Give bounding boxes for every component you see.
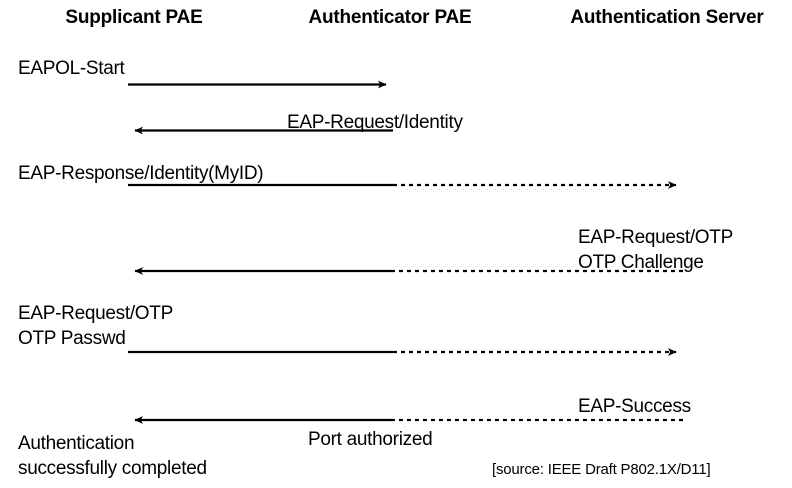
source-note: [source: IEEE Draft P802.1X/D11] <box>492 461 711 478</box>
annotation-authentication-complete-line2: successfully completed <box>18 458 207 479</box>
message-label-eap-request-otp-passwd-line1: EAP-Request/OTP <box>18 303 173 324</box>
lane-title-supplicant: Supplicant PAE <box>65 7 203 28</box>
message-label-eap-response-identity: EAP-Response/Identity(MyID) <box>18 163 264 184</box>
message-label-eap-request-otp-challenge-line1: EAP-Request/OTP <box>578 227 733 248</box>
message-label-eapol-start: EAPOL-Start <box>18 58 125 79</box>
annotation-port-authorized: Port authorized <box>308 429 433 450</box>
message-label-eap-request-otp-challenge-line2: OTP Challenge <box>578 252 704 273</box>
message-label-eap-request-identity: EAP-Request/Identity <box>287 112 463 133</box>
lane-title-authenticator: Authenticator PAE <box>308 7 472 28</box>
message-label-eap-request-otp-passwd-line2: OTP Passwd <box>18 328 126 349</box>
message-label-eap-success: EAP-Success <box>578 396 691 417</box>
lane-title-authentication-server: Authentication Server <box>570 7 764 28</box>
annotation-authentication-complete-line1: Authentication <box>18 433 135 454</box>
